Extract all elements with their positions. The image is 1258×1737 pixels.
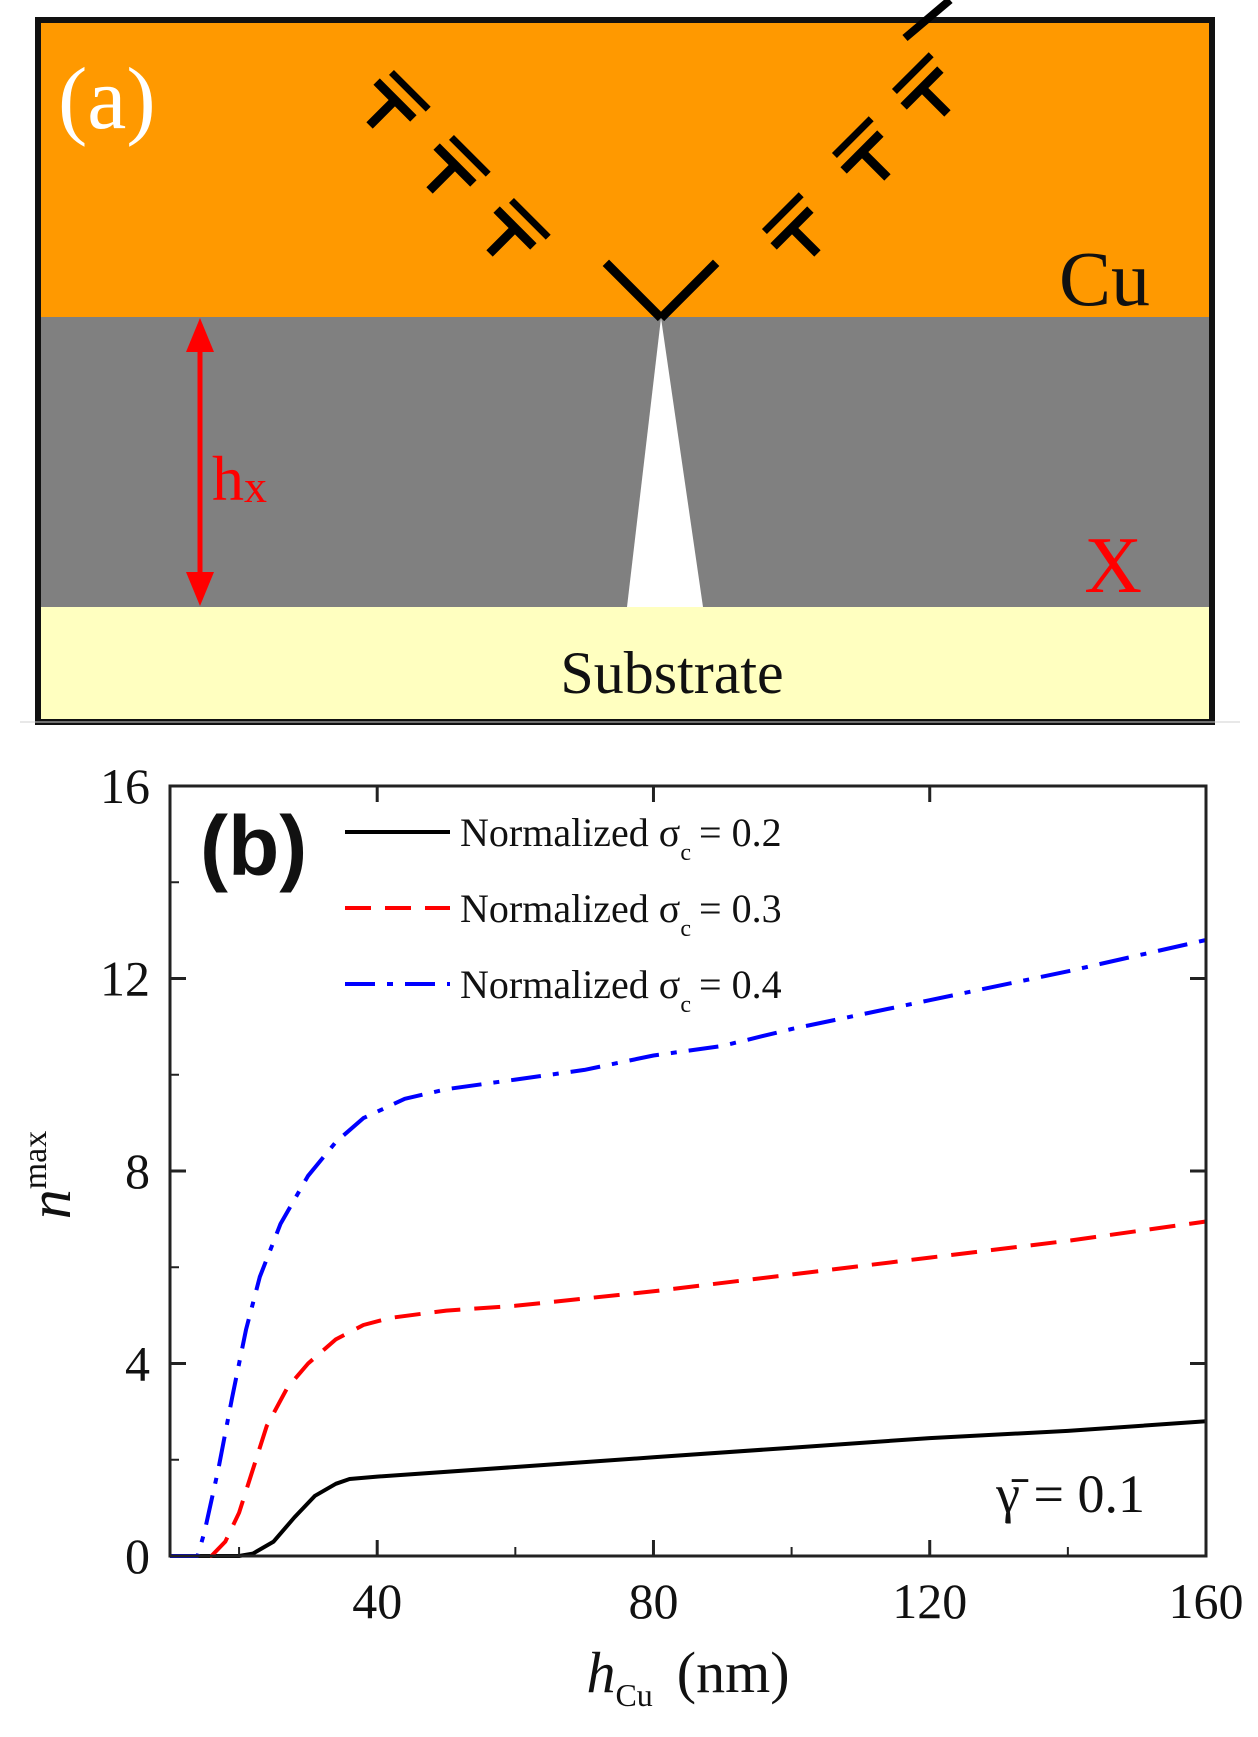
gamma-annotation: γ̄ = 0.1 — [995, 1464, 1145, 1524]
x-axis-label-main: h — [586, 1640, 615, 1705]
x-layer — [40, 317, 1210, 607]
dislocation-left-2 — [426, 134, 491, 194]
dislocation-right-1 — [761, 192, 821, 257]
plot-frame — [168, 784, 1208, 1558]
x-axis-label-sub: Cu — [615, 1677, 652, 1713]
y-axis-label-sub: max — [17, 1131, 54, 1190]
x-axis-label-unit: (nm) — [677, 1640, 790, 1705]
substrate-layer — [40, 607, 1210, 720]
x-tick-label: 80 — [628, 1573, 678, 1629]
series-line-2 — [170, 1219, 1207, 1558]
y-tick-label: 8 — [125, 1143, 150, 1199]
thickness-label-sub: x — [244, 461, 267, 512]
cu-layer-label: Cu — [1059, 235, 1150, 322]
cu-layer — [40, 22, 1210, 317]
dislocation-right-3 — [891, 52, 951, 117]
y-axis-label: nmax — [17, 1131, 83, 1220]
dislocation-right-4 — [902, 0, 953, 42]
thickness-label-main: h — [212, 443, 244, 514]
y-tick-label: 16 — [100, 758, 150, 814]
thickness-label: hx — [212, 443, 267, 514]
substrate-label: Substrate — [560, 640, 783, 706]
plot-series — [170, 938, 1207, 1558]
dislocation-left-3 — [366, 69, 431, 129]
arrow-head-down — [186, 572, 214, 606]
legend-label-1: Normalized σc= 0.2 — [460, 810, 782, 866]
arrow-head-up — [186, 318, 214, 352]
x-axis-label: hCu (nm) — [586, 1640, 789, 1713]
y-tick-label: 12 — [100, 951, 150, 1007]
panel-a-label: (a) — [58, 51, 156, 148]
legend-label-2: Normalized σc= 0.3 — [460, 886, 782, 942]
dislocation-array — [366, 0, 953, 322]
x-tick-label: 120 — [892, 1573, 967, 1629]
legend-label-3: Normalized σc= 0.4 — [460, 962, 782, 1018]
y-tick-label: 4 — [125, 1336, 150, 1392]
panel-b-label: (b) — [200, 799, 307, 893]
x-tick-label: 40 — [352, 1573, 402, 1629]
dislocation-right-2 — [831, 116, 891, 181]
y-axis-label-main: n — [17, 1189, 83, 1219]
x-layer-label: X — [1084, 522, 1142, 610]
panel-a: (a) Cu X Substrate hx — [35, 0, 1215, 725]
x-tick-label: 160 — [1169, 1573, 1244, 1629]
axis-ticks: 40 80 120 160 0 4 8 12 16 — [100, 758, 1244, 1629]
thickness-arrow — [186, 318, 214, 606]
dislocation-v-left — [602, 259, 665, 322]
series-line-1 — [170, 1419, 1207, 1558]
dislocation-v-right — [657, 259, 720, 322]
y-tick-label: 0 — [125, 1528, 150, 1584]
crack-wedge — [627, 318, 703, 607]
dislocation-left-1 — [486, 197, 551, 257]
series-line-3 — [170, 938, 1207, 1558]
